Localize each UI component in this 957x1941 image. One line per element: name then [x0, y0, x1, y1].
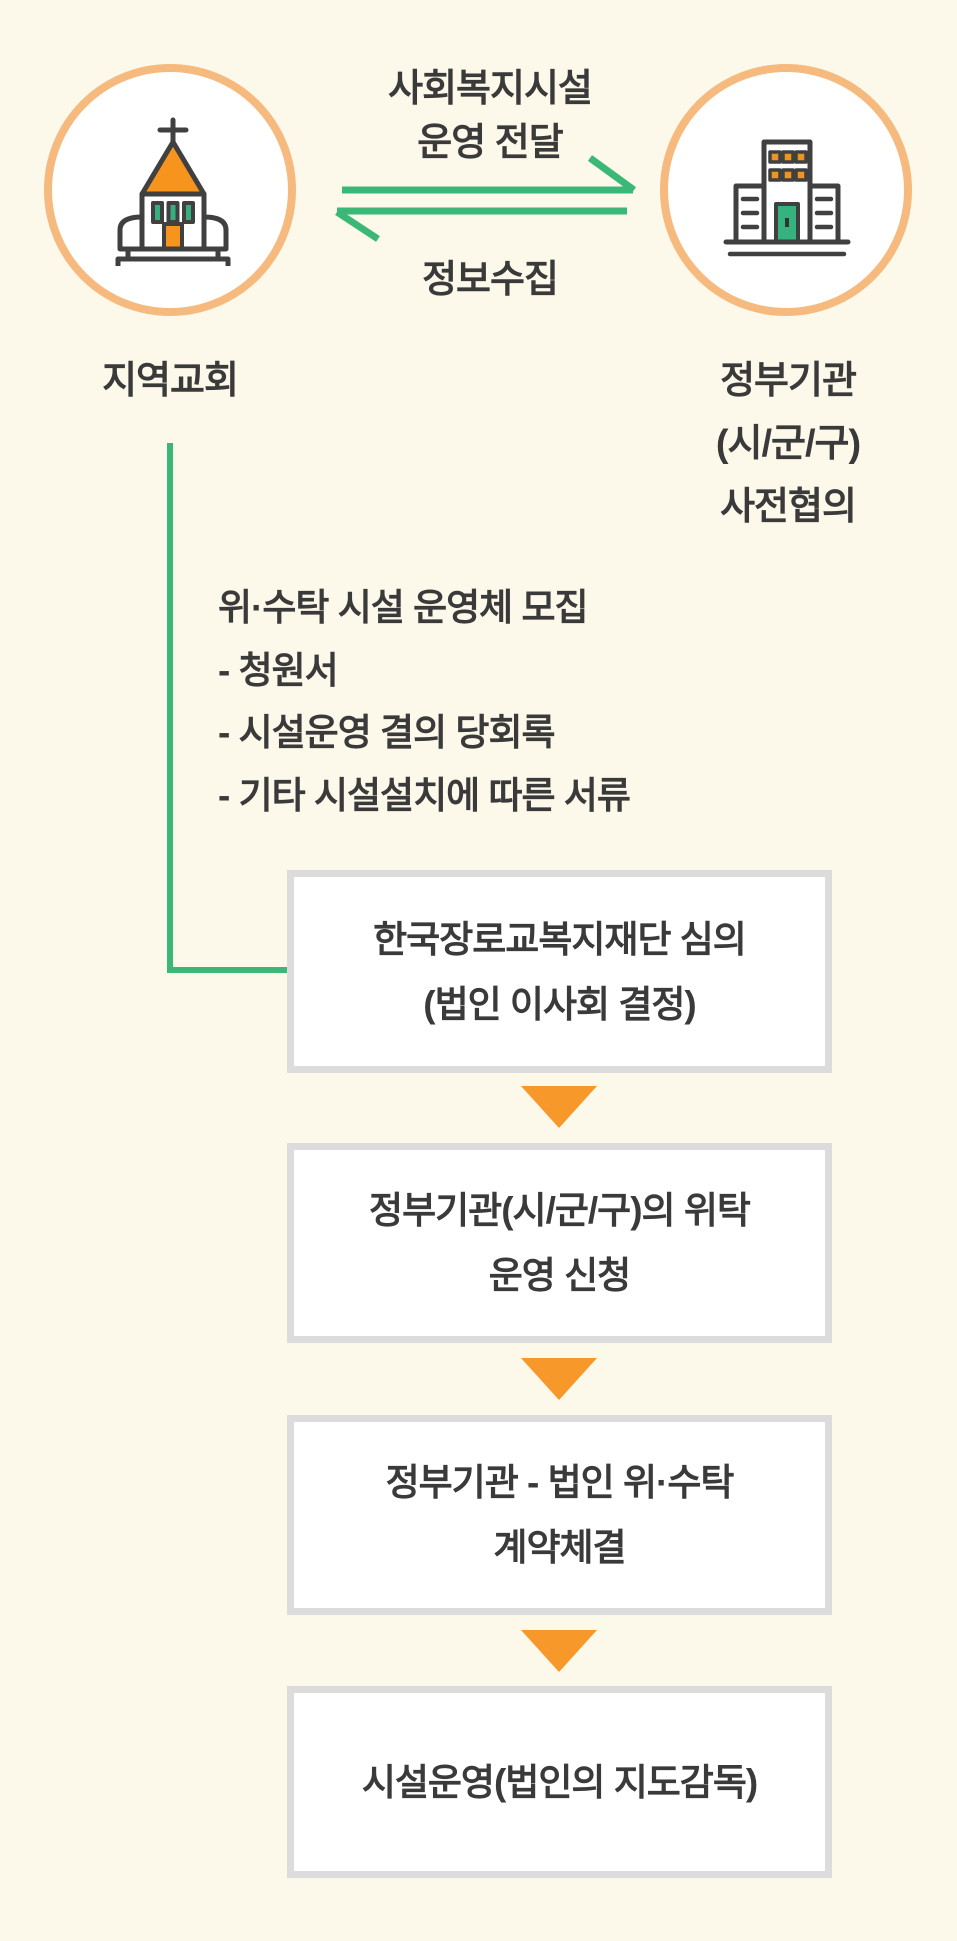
flow-box-text-line: 운영 신청 [488, 1255, 631, 1296]
exchange-arrows-icon [335, 155, 637, 242]
flow-box-facility-operation: 시설운영(법인의 지도감독) [287, 1686, 832, 1878]
flow-connector-vertical-line [167, 443, 173, 973]
government-label-line: 사전협의 [720, 486, 857, 528]
down-arrow-icon [521, 1630, 597, 1672]
flow-box-text-line: 시설운영(법인의 지도감독) [361, 1761, 758, 1803]
flow-box-contract-signing: 정부기관 - 법인 위·수탁 계약체결 [287, 1415, 832, 1615]
exchange-bottom-label: 정보수집 [422, 259, 559, 301]
flow-box-operation-application: 정부기관(시/군/구)의 위탁 운영 신청 [287, 1143, 832, 1343]
exchange-top-label-line: 운영 전달 [417, 122, 563, 164]
down-arrow-icon [521, 1086, 597, 1128]
church-circle [44, 64, 296, 316]
church-label: 지역교회 [102, 360, 239, 402]
recruitment-title: 위·수탁 시설 운영체 모집 [218, 587, 589, 628]
down-arrow-icon [521, 1358, 597, 1400]
recruitment-item: - 기타 시설설치에 따른 서류 [218, 774, 631, 816]
government-building-icon [723, 139, 851, 257]
recruitment-item: - 시설운영 결의 당회록 [218, 712, 556, 753]
exchange-top-label: 사회복지시설 운영 전달 [300, 62, 680, 170]
flow-box-text-line: 한국장로교복지재단 심의 [373, 918, 747, 960]
government-label-line: (시/군/구) [715, 423, 861, 465]
government-label: 정부기관 (시/군/구) 사전협의 [663, 350, 913, 539]
exchange-top-label-line: 사회복지시설 [388, 68, 593, 110]
recruitment-notes: 위·수탁 시설 운영체 모집 - 청원서 - 시설운영 결의 당회록 - 기타 … [218, 577, 778, 827]
flow-box-text-line: 정부기관(시/군/구)의 위탁 [369, 1190, 751, 1231]
recruitment-item: - 청원서 [218, 649, 339, 691]
government-circle [660, 64, 912, 316]
flow-box-text-line: 계약체결 [493, 1527, 626, 1568]
flow-box-text-line: 정부기관 - 법인 위·수탁 [385, 1462, 735, 1503]
flow-box-text-line: (법인 이사회 결정) [423, 983, 696, 1025]
flow-connector-horizontal-line [167, 967, 287, 973]
church-icon [115, 117, 231, 266]
flow-box-foundation-review: 한국장로교복지재단 심의 (법인 이사회 결정) [287, 870, 832, 1073]
government-label-line: 정부기관 [720, 360, 857, 402]
